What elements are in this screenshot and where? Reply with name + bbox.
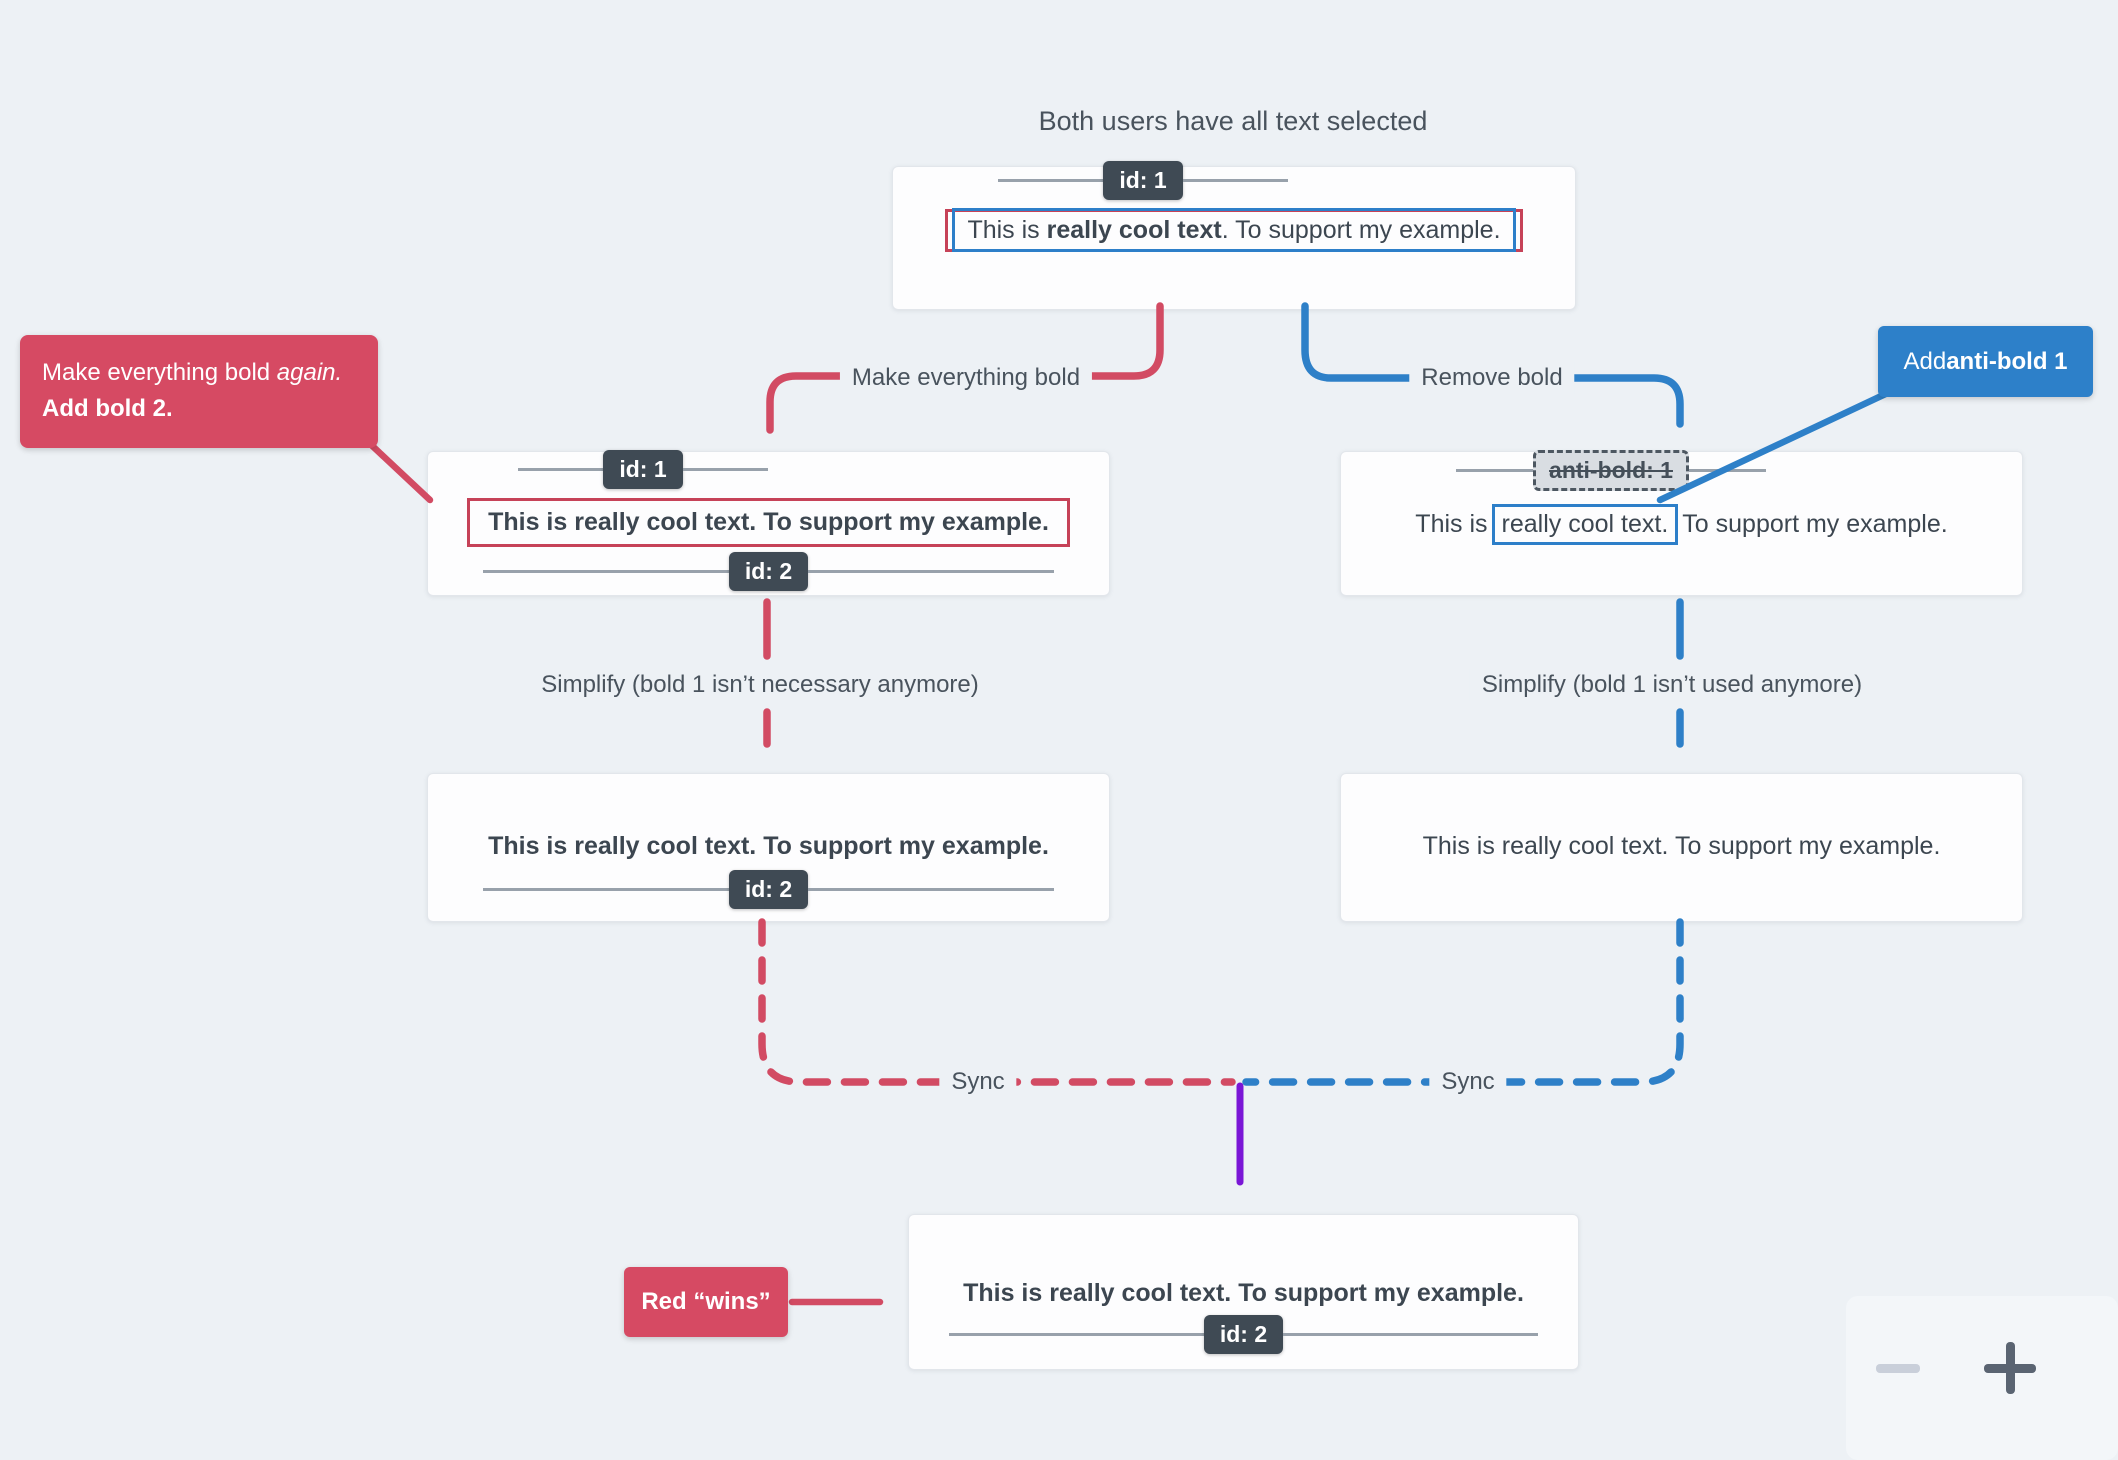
doc-text-row: This is really cool text. To support my … [963,1279,1524,1307]
doc-state-initial: id: 1 This is really cool text. To suppo… [892,161,1576,310]
zoom-out-button[interactable] [1872,1342,1924,1394]
blue-callout-arrow [1656,386,1898,504]
doc-text-row: This is really cool text. To support my … [1341,504,2022,545]
tag-connector-line [808,888,1054,891]
doc-text-row: This is really cool text. To support my … [1422,832,1941,860]
zoom-controls-panel [1846,1296,2118,1460]
edge-label-sync-left: Sync [939,1066,1017,1098]
doc-text-row: This is really cool text. To support my … [893,208,1575,252]
doc-state-bold-simplified: This is really cool text. To support my … [427,773,1110,922]
tag-connector-line [682,468,768,471]
doc-text: . To support my example. [1221,216,1501,244]
tag-connector-line [808,570,1054,573]
red-bold-span: This is really cool text. To support my … [467,498,1070,547]
callout-text-italic: again. [276,359,343,386]
tag-connector-line [949,1333,1204,1336]
id2-tag: id: 2 [1203,1315,1284,1354]
doc-text: This is [967,216,1047,244]
edge-label-simplify-right: Simplify (bold 1 isn’t used anymore) [1469,669,1875,701]
edge-sync-red-dashed [758,918,1236,1086]
diagram-title: Both users have all text selected [1038,106,1428,136]
callout-text-bold: anti-bold 1 [1946,347,2068,375]
callout-text-bold: Add bold 2. [42,395,173,422]
blue-selection-frame: really cool text. [1491,504,1679,545]
edge-label-make-bold: Make everything bold [839,362,1093,394]
tag-connector-line [1182,179,1288,182]
id1-tagline: id: 1 [998,161,1288,200]
callout-text: Make everything bold [42,359,277,386]
doc-text: This is [1415,510,1488,538]
blue-selection-frame: This is really cool text. To support my … [952,208,1516,252]
tag-connector-line [518,468,604,471]
antibold-tag: anti-bold: 1 [1533,450,1689,492]
tag-connector-line [998,179,1104,182]
id2-tag: id: 2 [728,870,809,909]
doc-text-row: This is really cool text. To support my … [428,498,1109,547]
doc-state-bolded: id: 1 This is really cool text. To suppo… [427,450,1110,596]
tag-connector-line [483,888,729,891]
red-callout-arrow [362,436,434,504]
tag-connector-line [1456,469,1534,473]
minus-icon [1876,1364,1920,1373]
doc-state-merged: This is really cool text. To support my … [908,1214,1579,1370]
id2-tagline: id: 2 [483,870,1054,909]
id1-tagline: id: 1 [518,450,768,489]
edge-label-remove-bold: Remove bold [1409,362,1575,394]
doc-state-antibold: anti-bold: 1 This is really cool text. T… [1340,450,2023,596]
doc-text-bold: really cool text [1046,216,1222,244]
red-selection-frame: This is really cool text. To support my … [945,208,1523,252]
callout-add-antibold: Add anti-bold 1 [1878,326,2093,397]
id2-tag: id: 2 [728,552,809,591]
doc-state-plain-simplified: This is really cool text. To support my … [1340,773,2023,922]
zoom-in-button[interactable] [1984,1342,2036,1394]
antibold-tagline: anti-bold: 1 [1456,450,1766,492]
id1-tag: id: 1 [1103,161,1183,200]
tag-connector-line [1283,1333,1538,1336]
tag-connector-line [483,570,729,573]
id2-tagline: id: 2 [483,552,1054,591]
edge-label-simplify-left: Simplify (bold 1 isn’t necessary anymore… [529,669,991,701]
plus-icon [1984,1342,2036,1394]
edge-label-sync-right: Sync [1429,1066,1507,1098]
id2-tagline: id: 2 [949,1315,1538,1354]
doc-text-row: This is really cool text. To support my … [488,832,1049,860]
callout-bold-again: Make everything bold again. Add bold 2. [20,335,378,448]
doc-text: To support my example. [1682,510,1948,538]
callout-text: Add [1903,347,1947,375]
edge-sync-blue-dashed [1242,918,1684,1086]
id1-tag: id: 1 [603,450,683,489]
callout-red-wins: Red “wins” [624,1267,788,1337]
